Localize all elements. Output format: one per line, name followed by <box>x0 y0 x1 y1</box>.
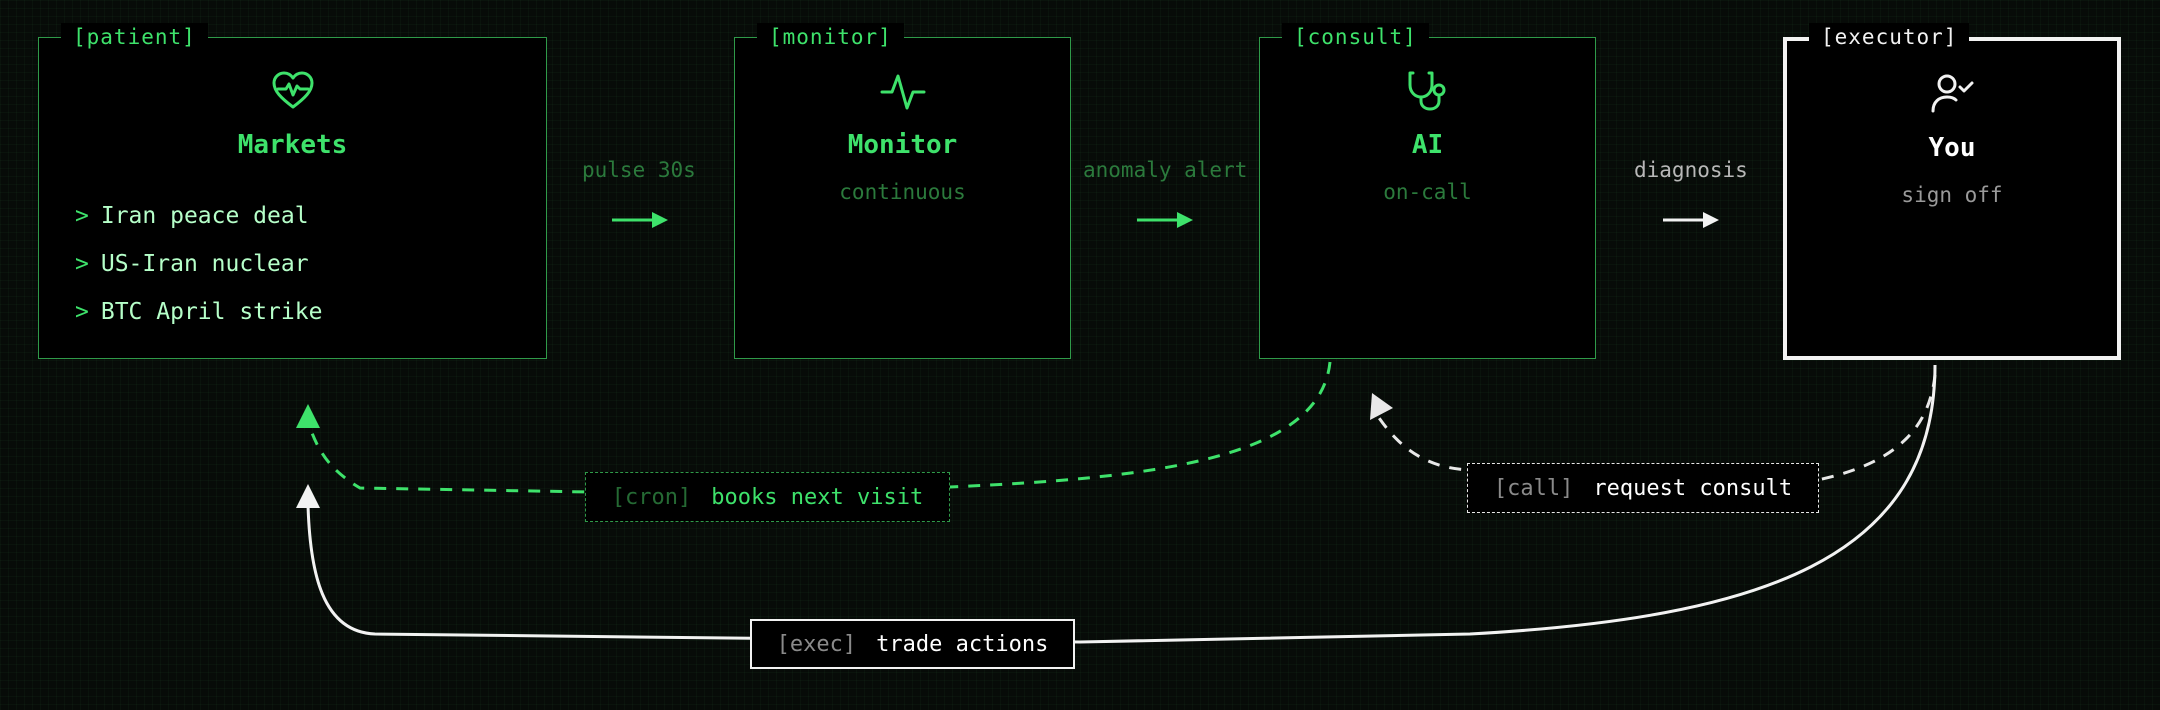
monitor-title: Monitor <box>847 130 958 160</box>
list-item: > US-Iran nuclear <box>75 240 322 288</box>
prompt-marker: > <box>75 299 89 325</box>
cron-key: [cron] <box>611 484 692 510</box>
market-item-label: BTC April strike <box>100 299 323 325</box>
executor-node: [executor] You sign off <box>1783 23 2121 360</box>
stethoscope-icon <box>1408 71 1445 111</box>
exec-key: [exec] <box>776 631 857 657</box>
consult-subtitle: on-call <box>1383 180 1472 204</box>
consult-tag: [consult] <box>1282 23 1429 51</box>
cron-arrowhead <box>296 404 320 428</box>
cron-text: books next visit <box>711 484 924 510</box>
consult-title: AI <box>1411 130 1444 160</box>
market-list: > Iran peace deal > US-Iran nuclear > BTC A… <box>75 192 322 336</box>
right-arrow-icon <box>1137 212 1193 228</box>
edge-label-anomaly: anomaly alert <box>1083 158 1248 182</box>
edge-label-diagnosis: diagnosis <box>1634 158 1748 182</box>
market-item-label: Iran peace deal <box>100 203 309 229</box>
heart-pulse-icon <box>272 71 313 109</box>
exec-feedback-line <box>306 364 1937 644</box>
activity-icon <box>880 74 925 110</box>
right-arrow-icon <box>1663 212 1719 228</box>
patient-tag: [patient] <box>61 23 208 51</box>
edge-label-pulse: pulse 30s <box>582 158 696 182</box>
executor-subtitle: sign off <box>1901 183 2003 207</box>
call-key: [call] <box>1493 475 1574 501</box>
monitor-subtitle: continuous <box>839 180 966 204</box>
call-arrowhead <box>1370 393 1393 420</box>
prompt-marker: > <box>75 251 89 277</box>
list-item: > Iran peace deal <box>75 192 322 240</box>
call-tagbox: [call] request consult <box>1467 463 1819 513</box>
patient-title: Markets <box>237 130 348 160</box>
prompt-marker: > <box>75 203 89 229</box>
cron-feedback-line <box>306 361 1332 494</box>
call-text: request consult <box>1593 475 1793 501</box>
executor-title: You <box>1928 133 1976 163</box>
executor-tag: [executor] <box>1809 23 1970 51</box>
right-arrow-icon <box>612 212 668 228</box>
call-feedback-line <box>1373 374 1937 490</box>
patient-node: [patient] Markets > Iran peace deal > US-I… <box>38 23 547 359</box>
list-item: > BTC April strike <box>75 288 322 336</box>
exec-tagbox: [exec] trade actions <box>750 619 1075 669</box>
user-check-icon <box>1931 74 1974 113</box>
exec-text: trade actions <box>876 631 1049 657</box>
market-item-label: US-Iran nuclear <box>100 251 309 277</box>
cron-tagbox: [cron] books next visit <box>585 472 950 522</box>
exec-arrowhead <box>296 484 320 508</box>
monitor-node: [monitor] Monitor continuous <box>734 23 1071 359</box>
consult-node: [consult] AI on-call <box>1259 23 1596 359</box>
monitor-tag: [monitor] <box>757 23 904 51</box>
